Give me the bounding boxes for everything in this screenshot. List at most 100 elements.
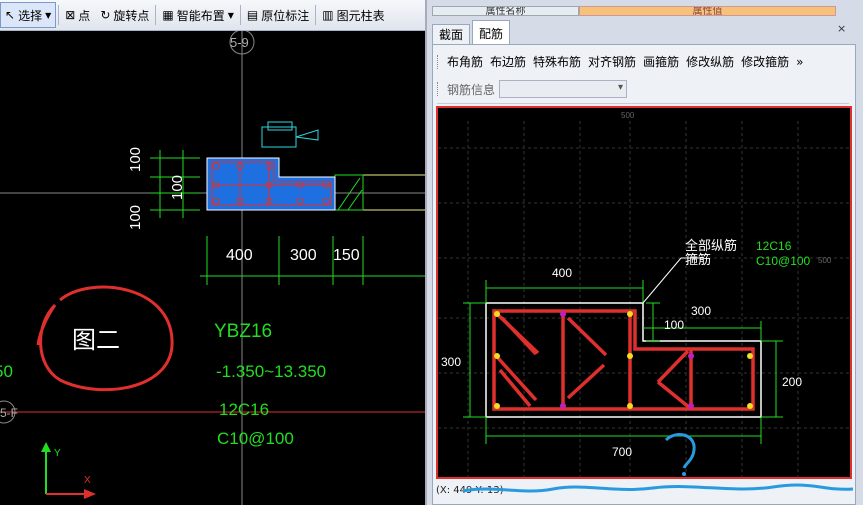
dim-label-700: 700 (612, 445, 632, 459)
dim-label-300: 300 (290, 247, 317, 264)
grid-icon: ▦ (162, 8, 174, 22)
elevation-label: -1.350~13.350 (216, 362, 326, 381)
property-header: 属性名称 属性值 (432, 6, 863, 16)
tab-section[interactable]: 截面 (432, 24, 471, 45)
toolbar-separator (58, 5, 60, 25)
rebar-dots[interactable] (494, 311, 753, 409)
element-name-label: YBZ16 (214, 321, 272, 342)
toolbar-separator (155, 5, 157, 25)
toolbar-grip[interactable] (437, 82, 440, 96)
rebar-info-select[interactable] (499, 80, 628, 98)
leader-line (642, 257, 682, 304)
align-rebar-button[interactable]: 对齐钢筋 (588, 55, 637, 69)
section-drawing-area[interactable]: 500 500 (436, 106, 852, 479)
section-outline[interactable] (485, 302, 762, 418)
stirrup-label: 箍筋 (685, 252, 711, 268)
section-drawing[interactable]: 500 500 (438, 108, 850, 477)
modify-stirrup-button[interactable]: 修改箍筋 (741, 55, 790, 69)
rebar-info-label: 钢筋信息 (447, 82, 496, 97)
point-icon: ⊠ (65, 8, 76, 22)
select-label: 选择 (18, 8, 43, 23)
long-bars-value: 12C16 (756, 239, 792, 253)
question-mark-scribble (664, 433, 696, 469)
cyan-element-arrow (295, 129, 319, 141)
editor-tabs: 截面 配筋 (432, 20, 511, 45)
left-edge-label: 50 (0, 362, 13, 381)
more-chevron-icon[interactable]: » (796, 54, 804, 69)
main-toolbar: ↖ 选择 ▼ ⊠ 点 ↻ 旋转点 ▦ 智能布置 ▼ ▤ 原位标注 ▥ 图元柱表 (0, 0, 425, 31)
corner-rebar-button[interactable]: 布角筋 (447, 55, 484, 69)
toolbar-separator (239, 5, 241, 25)
axis-label-top: 5-9 (230, 35, 249, 50)
dim-label-400: 400 (226, 247, 253, 264)
stirrup-value: C10@100 (756, 254, 811, 268)
chevron-down-icon[interactable]: ▼ (227, 10, 234, 20)
axis-bubble-left (0, 400, 16, 424)
element-table-button[interactable]: ▥ 图元柱表 (318, 3, 388, 27)
cad-canvas-area[interactable]: 5-9 5-F 100 100 100 (0, 0, 425, 505)
dim-label-300: 300 (691, 304, 711, 318)
rotate-point-button[interactable]: ↻ 旋转点 (96, 3, 153, 27)
annotation-note: 图二 (72, 326, 120, 354)
hatch-1 (337, 177, 361, 211)
rotate-point-label: 旋转点 (113, 8, 150, 23)
background-grid (438, 121, 850, 477)
select-button[interactable]: ↖ 选择 ▼ (0, 2, 57, 28)
cad-canvas[interactable]: 5-9 5-F 100 100 100 (0, 0, 425, 505)
ucs-x-arrow (84, 489, 96, 499)
annotation-icon: ▤ (246, 8, 259, 22)
cyan-element-top (267, 121, 293, 131)
edge-rebar-button[interactable]: 布边筋 (490, 55, 527, 69)
annotation-circle (36, 285, 174, 392)
cursor-icon: ↖ (5, 8, 16, 22)
stirrups[interactable] (492, 309, 755, 411)
ucs-y-arrow (41, 442, 51, 452)
chevron-down-icon[interactable]: ▼ (45, 10, 52, 20)
modify-long-rebar-button[interactable]: 修改纵筋 (686, 55, 735, 69)
column-ybz16-shape[interactable] (206, 157, 336, 211)
divider (437, 103, 849, 104)
special-rebar-button[interactable]: 特殊布筋 (533, 55, 582, 69)
ucs-x-label: X (84, 475, 91, 486)
column-rebar-outline (211, 161, 332, 206)
property-name-header: 属性名称 (432, 6, 579, 16)
table-icon: ▥ (322, 8, 334, 22)
dim-label-100-c: 100 (169, 175, 186, 200)
tab-rebar[interactable]: 配筋 (472, 20, 511, 45)
section-dimensions (463, 280, 783, 444)
hatch-2 (347, 189, 363, 211)
question-mark-dot (682, 472, 686, 476)
rebar-info-row: 钢筋信息 (437, 80, 628, 98)
original-annotation-button[interactable]: ▤ 原位标注 (243, 3, 313, 27)
all-long-bars-label: 全部纵筋 (685, 238, 737, 254)
draw-stirrup-button[interactable]: 画箍筋 (643, 55, 680, 69)
long-bars-label: 12C16 (219, 400, 269, 419)
property-value-header: 属性值 (579, 6, 836, 16)
point-button[interactable]: ⊠ 点 (61, 3, 94, 27)
dim-label-100-b: 100 (127, 205, 144, 230)
close-icon[interactable]: × (837, 22, 847, 35)
grid-label-right: 500 (818, 256, 832, 265)
dim-label-300-left: 300 (441, 355, 461, 369)
stirrups-label: C10@100 (217, 429, 294, 448)
toolbar-grip[interactable] (437, 54, 440, 69)
dim-label-400: 400 (552, 266, 572, 280)
ucs-y-label: Y (54, 448, 61, 459)
original-annotation-label: 原位标注 (261, 8, 310, 23)
rebar-toolbar: 布角筋 布边筋 特殊布筋 对齐钢筋 画箍筋 修改纵筋 修改箍筋 » (437, 53, 806, 70)
element-table-label: 图元柱表 (336, 8, 385, 23)
dim-label-150: 150 (333, 247, 360, 264)
point-label: 点 (78, 8, 91, 23)
toolbar-separator (315, 5, 317, 25)
dim-label-100: 100 (664, 318, 684, 332)
smart-layout-label: 智能布置 (176, 8, 225, 23)
grid-label-top: 500 (621, 111, 635, 120)
dim-label-100-a: 100 (127, 147, 144, 172)
dim-label-200: 200 (782, 375, 802, 389)
rotate-icon: ↻ (100, 8, 111, 22)
section-editor-panel: 属性名称 属性值 截面 配筋 × 布角筋 布边筋 特殊布筋 对齐钢筋 画箍筋 修… (425, 0, 863, 505)
rebar-panel: 布角筋 布边筋 特殊布筋 对齐钢筋 画箍筋 修改纵筋 修改箍筋 » 钢筋信息 (432, 44, 856, 505)
smart-layout-button[interactable]: ▦ 智能布置 ▼ (158, 3, 238, 27)
axis-label-left: 5-F (0, 406, 18, 420)
blue-scribble (462, 483, 854, 493)
